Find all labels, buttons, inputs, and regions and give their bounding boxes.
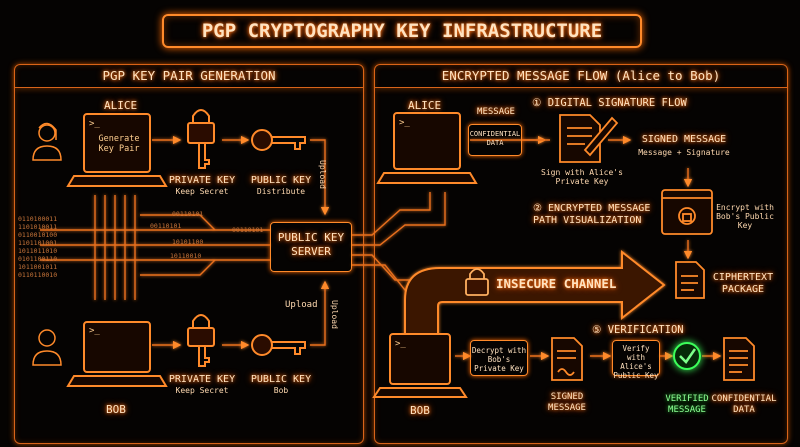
diagram-title: PGP CRYPTOGRAPHY KEY INFRASTRUCTURE [162,14,642,48]
signed-message-2-label: SIGNED MESSAGE [548,392,586,413]
decrypt-box: Decrypt with Bob's Private Key [470,340,528,376]
message-flow-panel: ENCRYPTED MESSAGE FLOW (Alice to Bob) [374,64,788,444]
confidential-data-text: CONFIDENTIAL DATA [469,130,521,147]
alice-screen-prompt: >_ [89,119,100,129]
message-flow-panel-title: ENCRYPTED MESSAGE FLOW (Alice to Bob) [375,65,787,88]
alice-private-key-label: PRIVATE KEY [168,175,236,186]
signed-message-sub: Message + Signature [638,148,730,157]
key-generation-panel: PGP KEY PAIR GENERATION [14,64,364,444]
alice-right-screen-prompt: >_ [399,118,410,128]
bob-private-key-sub: Keep Secret [175,386,229,395]
ciphertext-label: CIPHERTEXT PACKAGE [712,272,774,295]
bob-public-key-sub: Bob [273,386,289,395]
sign-with-text: Sign with Alice's Private Key [541,168,623,186]
confidential-data-label: CONFIDENTIAL DATA [711,394,777,415]
decrypt-with-text: Decrypt with Bob's Private Key [471,346,527,373]
step5-label: ⑤ VERIFICATION [592,324,684,336]
verify-box: Verify with Alice's Public Key [612,340,660,380]
bob-screen-prompt: >_ [89,326,100,336]
binary-stream-4: 10101100 [172,238,204,246]
upload-bottom-label: Upload [285,300,318,310]
binary-stream-left: 0110100011 1101010011 0110010100 1101101… [18,215,58,279]
alice-public-key-label: PUBLIC KEY [250,175,312,186]
alice-private-key-sub: Keep Secret [175,187,229,196]
signed-message-label: SIGNED MESSAGE [641,134,727,145]
verify-with-text: Verify with Alice's Public Key [613,344,659,380]
insecure-channel-label: INSECURE CHANNEL [496,276,617,291]
public-key-server-label: PUBLIC KEY SERVER [277,231,345,258]
alice-screen-text: Generate Key Pair [98,134,140,154]
encrypt-with-text: Encrypt with Bob's Public Key [716,203,774,230]
binary-stream-5: 10110010 [170,252,202,260]
step2-label: ② ENCRYPTED MESSAGE PATH VISUALIZATION [533,203,651,226]
alice-label-right: ALICE [408,99,442,112]
bob-right-screen-prompt: >_ [395,339,406,349]
binary-stream-1: 00110101 [172,210,204,218]
alice-label-left: ALICE [104,99,138,112]
message-label: MESSAGE [477,107,515,117]
step1-label: ① DIGITAL SIGNATURE FLOW [532,97,687,109]
upload-side-label: Upload [330,300,339,329]
public-key-server: PUBLIC KEY SERVER [270,222,352,272]
bob-label-right: BOB [410,404,430,417]
upload-top-label: Upload [318,160,327,189]
binary-stream-3: 00110101 [232,226,264,234]
alice-public-key-sub: Distribute [256,187,306,196]
binary-stream-2: 00110101 [150,222,182,230]
bob-label-left: BOB [106,403,126,416]
bob-public-key-label: PUBLIC KEY [250,374,312,385]
verified-message-label: VERIFIED MESSAGE [665,394,709,415]
bob-private-key-label: PRIVATE KEY [168,374,236,385]
key-generation-panel-title: PGP KEY PAIR GENERATION [15,65,363,88]
confidential-data-box: CONFIDENTIAL DATA [468,124,522,156]
